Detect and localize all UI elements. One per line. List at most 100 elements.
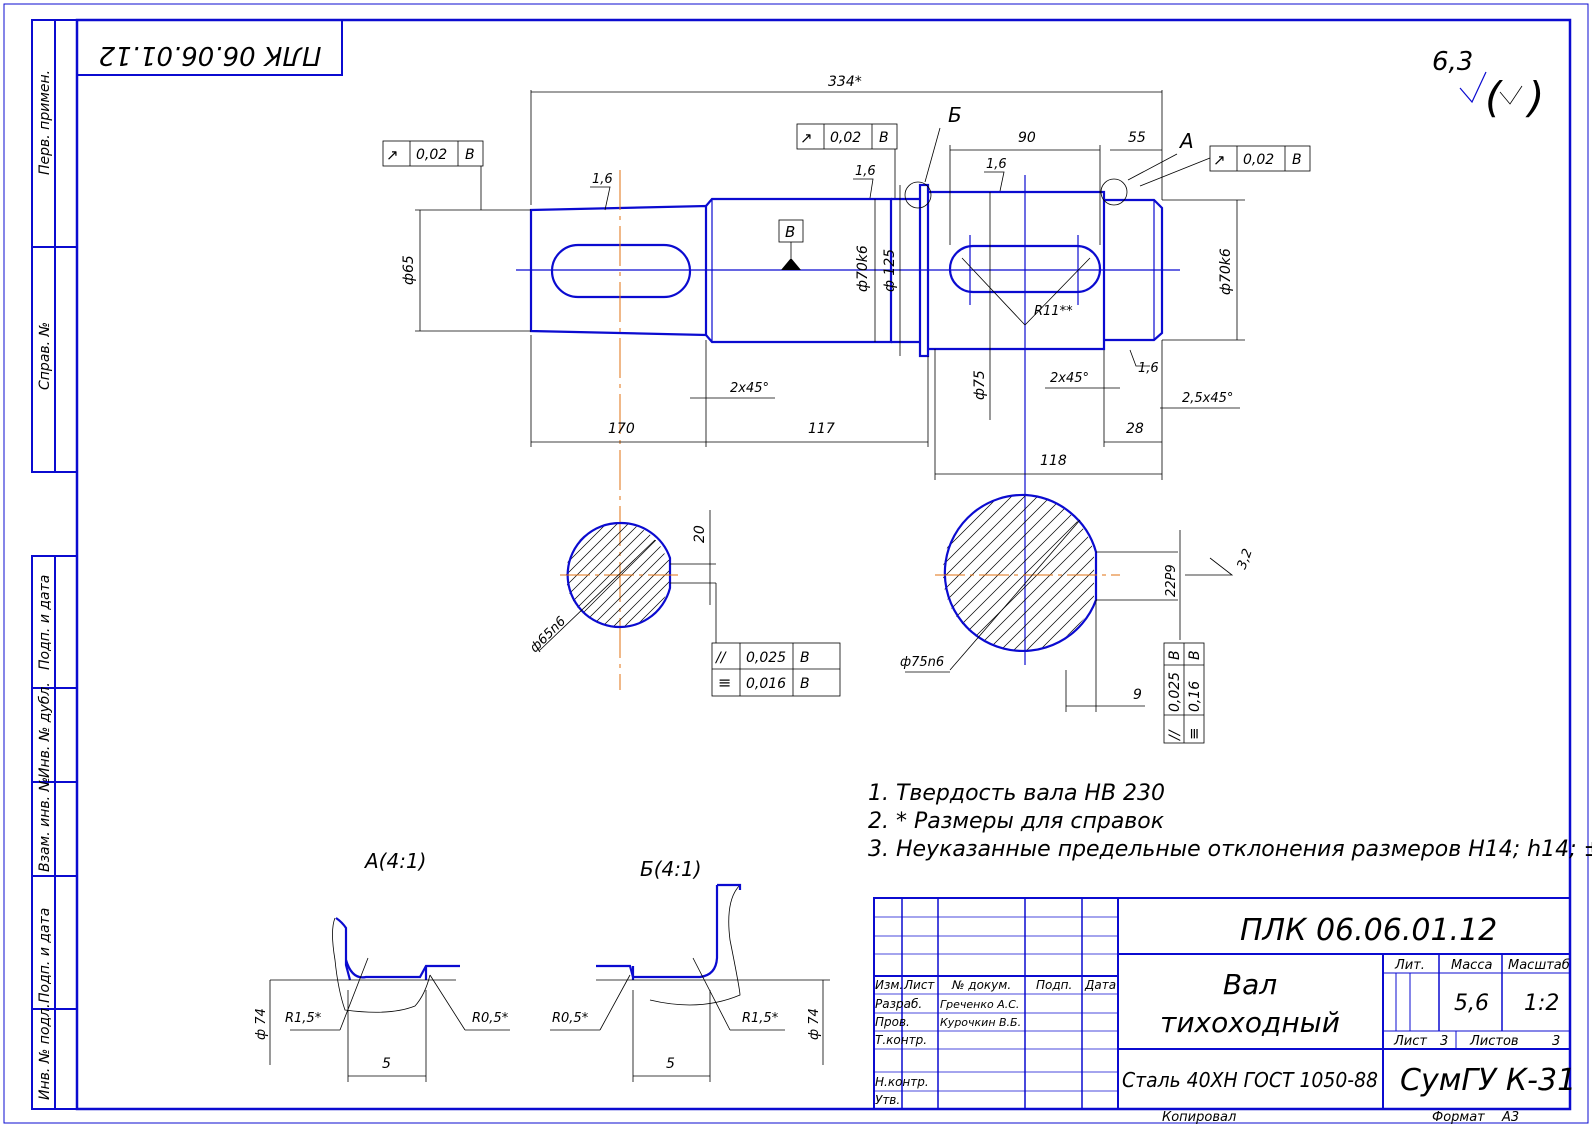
- svg-text:≡: ≡: [1185, 727, 1203, 740]
- hatch-line: [565, 522, 572, 627]
- svg-text:0,025: 0,025: [1167, 672, 1183, 712]
- dim-chamfer-2: 2x45°: [1050, 371, 1089, 386]
- dim-170: 170: [608, 421, 635, 437]
- svg-text:≡: ≡: [718, 673, 731, 692]
- rough-1: 1,6: [592, 172, 613, 187]
- svg-text:В: В: [1187, 650, 1203, 660]
- hatch-line: [615, 522, 669, 627]
- hatch-line: [440, 515, 560, 635]
- side-label-podl: Инв. № подл.: [37, 1003, 53, 1100]
- dim-chamfer-1: 2x45°: [730, 381, 769, 396]
- svg-text:6,3: 6,3: [1432, 47, 1473, 77]
- tb-name-razrab: Греченко А.С.: [940, 998, 1019, 1011]
- top-code-text: ПЛК 06.06.01.12: [99, 40, 322, 70]
- dim-28: 28: [1126, 421, 1144, 437]
- svg-text:0,016: 0,016: [746, 676, 786, 692]
- detail-b-d: ф 74: [807, 1008, 822, 1040]
- side-label-dubl: Инв. № дубл.: [37, 682, 53, 778]
- note-1: 1. Твердость вала НВ 230: [868, 781, 1165, 806]
- tol-frame-1: ↗ 0,02 В: [382, 140, 484, 210]
- hatch-line: [942, 494, 1019, 651]
- detail-a-title: А(4:1): [363, 849, 426, 873]
- section-right-tol: // 0,025 В ≡ 0,16 В: [1163, 642, 1205, 744]
- note-3: 3. Неуказанные предельные отклонения раз…: [868, 837, 1592, 862]
- dim-d75: ф75: [972, 370, 988, 400]
- side-label-vzam: Взам. инв. №: [37, 777, 53, 872]
- dim-55: 55: [1128, 130, 1146, 146]
- section-left-depth: 20: [692, 525, 708, 543]
- detail-b-title: Б(4:1): [640, 857, 702, 881]
- section-right-depth: 9: [1133, 687, 1142, 703]
- tb-name-2: тихоходный: [1160, 1006, 1340, 1039]
- main-dimensions: 334* ф65 ф70k6 ф 125 ф75 ф70k6 170 117 1…: [401, 74, 1245, 480]
- outer-frame: [3, 3, 1589, 1124]
- dim-d65: ф65: [401, 255, 417, 285]
- top-code-box: ПЛК 06.06.01.12: [76, 19, 343, 76]
- tol-frame-3: ↗ 0,02 В: [1139, 145, 1311, 187]
- tb-scale-label: Масштаб: [1508, 958, 1570, 973]
- svg-text:В: В: [465, 147, 475, 163]
- svg-text:↗: ↗: [800, 129, 813, 147]
- tb-row-nkontr: Н.контр.: [875, 1075, 929, 1089]
- svg-text:(: (: [1485, 73, 1503, 122]
- dim-90: 90: [1018, 130, 1036, 146]
- rough-4: 1,6: [1138, 361, 1159, 376]
- tb-row-utv: Утв.: [875, 1093, 900, 1107]
- dim-d70-right: ф70k6: [1218, 248, 1234, 295]
- title-block: Изм. Лист № докум. Подп. Дата Разраб. Пр…: [873, 897, 1576, 1125]
- rough-3: 1,6: [986, 157, 1007, 172]
- detail-b-width: 5: [666, 1056, 675, 1072]
- hatch-line: [1016, 494, 1094, 651]
- svg-text:0,02: 0,02: [1243, 152, 1274, 168]
- dim-chamfer-3: 2,5x45°: [1182, 391, 1233, 406]
- detail-a: А(4:1) ф 74 R1,5* R0,5* 5: [254, 849, 510, 1082]
- hatch-line: [770, 490, 940, 660]
- side-label-sprav: Справ. №: [37, 322, 53, 390]
- detail-a-r-right: R0,5*: [472, 1011, 509, 1026]
- hatch-line: [1029, 494, 1094, 651]
- tb-copied: Копировал: [1162, 1110, 1236, 1125]
- tb-scale-value: 1:2: [1524, 991, 1559, 1016]
- tb-format-label: Формат: [1432, 1110, 1485, 1125]
- tech-notes: 1. Твердость вала НВ 230 2. * Размеры дл…: [868, 781, 1592, 862]
- detail-b-r-right: R1,5*: [742, 1011, 779, 1026]
- svg-text:0,025: 0,025: [746, 650, 786, 666]
- tb-lit-label: Лит.: [1394, 958, 1425, 973]
- tb-row-razrab: Разраб.: [875, 997, 922, 1011]
- hatch-line: [942, 494, 993, 651]
- hatch-line: [942, 494, 954, 651]
- tb-name-prov: Курочкин В.Б.: [940, 1016, 1021, 1029]
- svg-text:В: В: [1167, 650, 1183, 660]
- dim-117: 117: [808, 421, 835, 437]
- svg-text:В: В: [1292, 152, 1302, 168]
- dim-d125: ф 125: [882, 249, 898, 292]
- tb-sheet-value: 3: [1440, 1034, 1448, 1049]
- hatch-line: [1042, 494, 1094, 651]
- svg-text:В: В: [800, 650, 810, 666]
- side-strip: Перв. примен. Справ. № Подп. и дата Инв.…: [31, 19, 78, 1110]
- detail-b-letter: Б: [948, 103, 962, 127]
- section-right-diameter: ф75n6: [900, 655, 944, 670]
- dim-334: 334*: [828, 74, 862, 90]
- section-left-diameter: ф65n6: [527, 614, 569, 656]
- tb-col-izm: Изм.: [875, 978, 903, 992]
- svg-text:В: В: [879, 130, 889, 146]
- detail-a-letter: А: [1178, 129, 1194, 153]
- tol-frame-2: ↗ 0,02 В: [796, 123, 898, 198]
- svg-text:): ): [1525, 73, 1544, 122]
- detail-a-width: 5: [382, 1056, 391, 1072]
- note-2: 2. * Размеры для справок: [868, 809, 1165, 834]
- hatch-line: [942, 494, 1006, 651]
- tb-name-1: Вал: [1223, 968, 1277, 1001]
- hatch-line: [977, 494, 1094, 651]
- tb-material: Сталь 40ХН ГОСТ 1050-88: [1122, 1068, 1378, 1092]
- tb-format-value: А3: [1501, 1110, 1519, 1125]
- detail-b: Б(4:1) ф 74 R0,5* R1,5* 5: [550, 857, 830, 1082]
- svg-text:↗: ↗: [386, 146, 399, 164]
- tb-col-doc: № докум.: [951, 978, 1011, 992]
- section-right-rough: 3,2: [1235, 547, 1256, 572]
- side-label-podp2: Подп. и дата: [37, 908, 53, 1003]
- tb-org: СумГУ К-31: [1400, 1063, 1576, 1098]
- tb-col-list: Лист: [903, 978, 935, 992]
